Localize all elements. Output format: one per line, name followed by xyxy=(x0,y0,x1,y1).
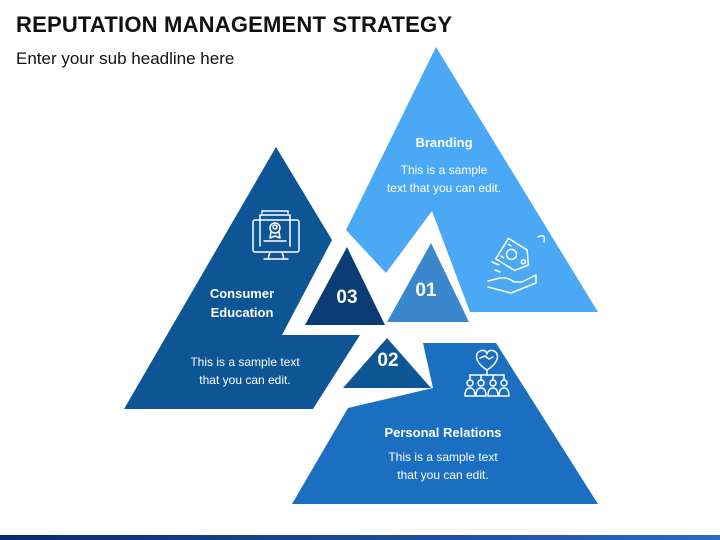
consumer-education-body: This is a sample text that you can edit. xyxy=(165,353,325,389)
personal-relations-body-line: that you can edit. xyxy=(397,468,489,482)
hand-holding-tag-icon xyxy=(487,235,546,294)
consumer-education-body-line: This is a sample text xyxy=(190,355,300,369)
branding-body: This is a sample text that you can edit. xyxy=(354,161,534,197)
heart-handshake-network-icon xyxy=(464,349,510,397)
consumer-education-heading-line: Consumer xyxy=(209,286,275,301)
page-title: REPUTATION MANAGEMENT STRATEGY xyxy=(16,12,453,37)
online-certificate-icon xyxy=(252,210,300,260)
branding-shape xyxy=(346,47,598,312)
number-01-label: 01 xyxy=(415,280,437,301)
number-03-label: 03 xyxy=(336,287,358,308)
branding-body-line: text that you can edit. xyxy=(386,181,502,195)
consumer-education-heading: Consumer Education xyxy=(182,284,302,322)
consumer-education-heading-line: Education xyxy=(210,305,274,320)
number-02-triangle xyxy=(343,338,431,388)
personal-relations-heading: Personal Relations xyxy=(384,425,502,440)
page-subtitle: Enter your sub headline here xyxy=(16,49,235,68)
personal-relations-body: This is a sample text that you can edit. xyxy=(363,448,523,484)
branding-body-line: This is a sample xyxy=(400,163,488,177)
personal-relations-body-line: This is a sample text xyxy=(388,450,498,464)
number-02-label: 02 xyxy=(377,350,399,371)
number-01-triangle xyxy=(387,243,469,322)
number-03-triangle xyxy=(305,247,385,325)
personal-relations-shape xyxy=(292,343,598,504)
branding-heading: Branding xyxy=(415,135,473,150)
bottom-accent-bar xyxy=(0,535,720,540)
consumer-education-body-line: that you can edit. xyxy=(199,373,291,387)
consumer-education-shape xyxy=(124,147,360,409)
